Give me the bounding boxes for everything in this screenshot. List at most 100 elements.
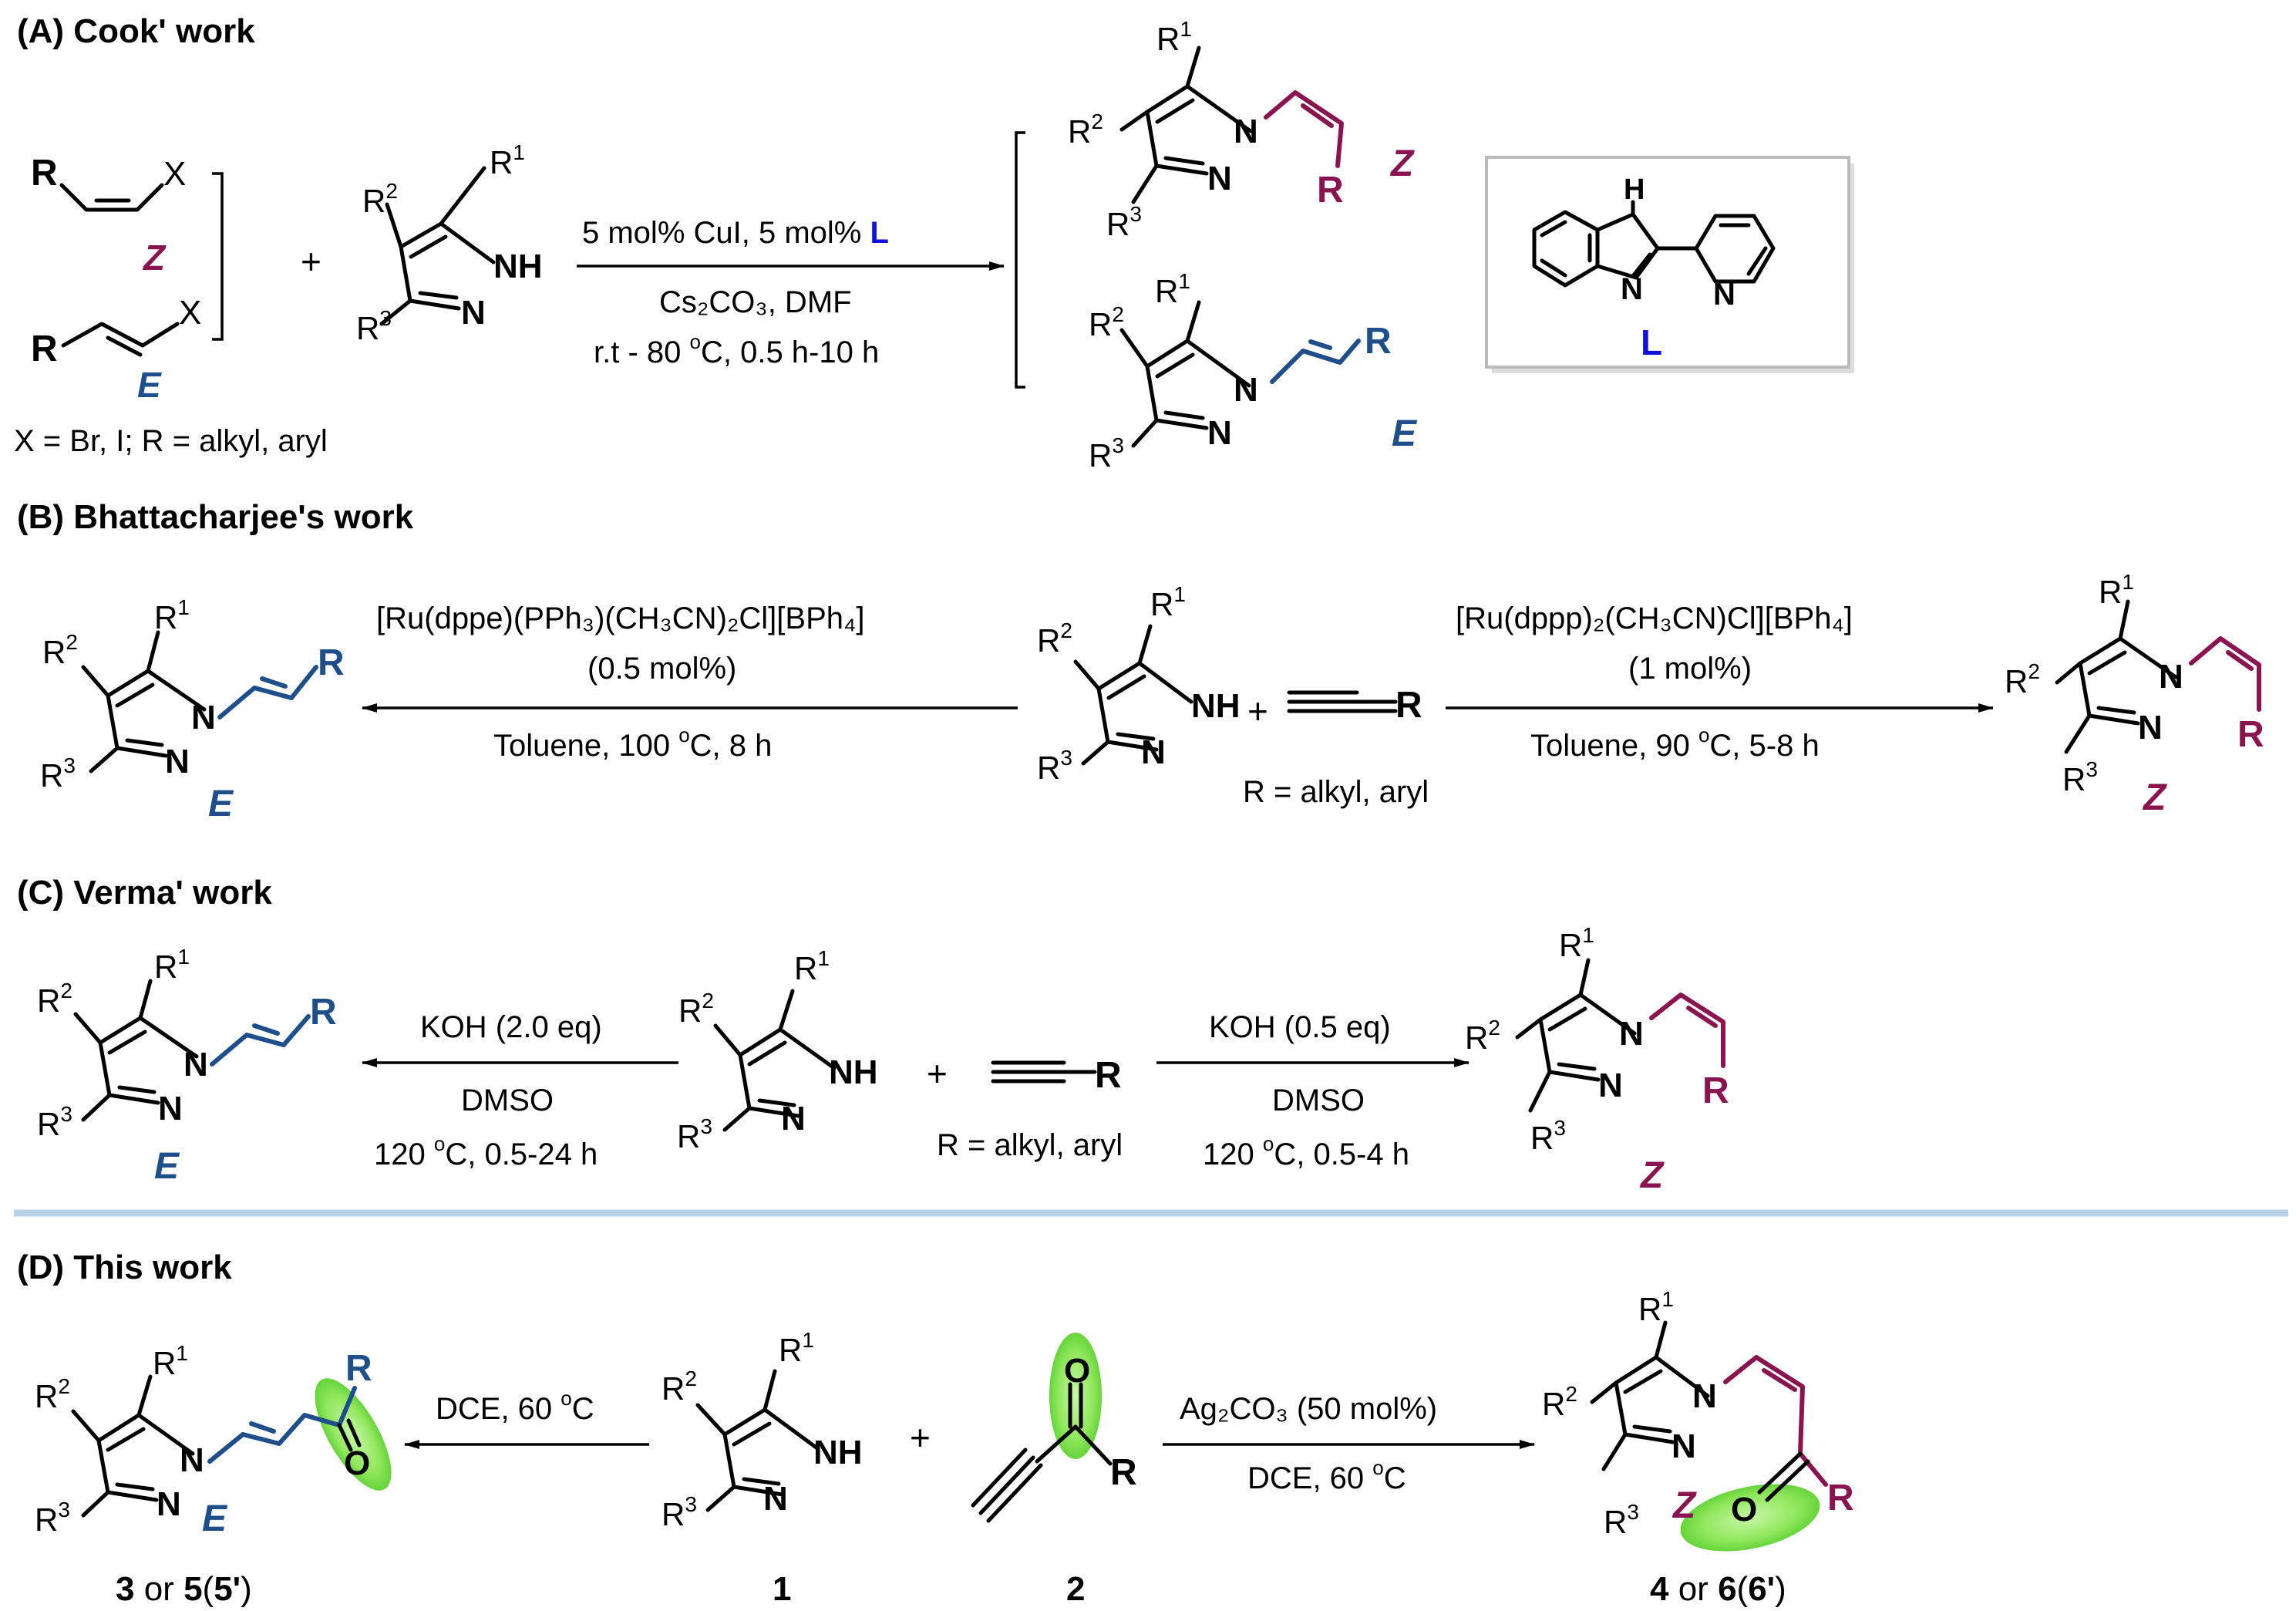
svg-text:R2: R2	[1465, 1016, 1500, 1056]
svg-text:O: O	[344, 1444, 370, 1482]
svg-text:R: R	[1317, 170, 1344, 211]
svg-text:N: N	[2138, 709, 2163, 747]
svg-text:R: R	[318, 642, 345, 683]
svg-text:E: E	[1392, 413, 1418, 454]
section-c-title: (C) Verma' work	[17, 874, 272, 912]
svg-text:R: R	[1365, 321, 1392, 362]
svg-text:N: N	[191, 699, 216, 736]
svg-text:R2: R2	[662, 1367, 697, 1407]
r-definition-c: R = alkyl, aryl	[937, 1128, 1123, 1162]
svg-text:R: R	[310, 992, 337, 1033]
svg-text:R3: R3	[677, 1114, 712, 1154]
ligand-box: H N N L	[1485, 156, 1854, 373]
svg-text:R1: R1	[779, 1328, 814, 1368]
svg-text:R: R	[1827, 1478, 1854, 1518]
cond-c-right-3: 120 oC, 0.5-4 h	[1203, 1132, 1409, 1171]
cond-b-right-3: Toluene, 90 oC, 5-8 h	[1530, 723, 1820, 763]
svg-text:R1: R1	[1150, 582, 1186, 622]
ynone-reactant-2: O R	[971, 1333, 1137, 1523]
svg-text:N: N	[781, 1100, 806, 1137]
pyrazole-reactant-c: R1 R2 R3 NH N	[677, 946, 878, 1154]
svg-text:N: N	[763, 1480, 788, 1518]
pyrazole-e-product-a: R1 R2 R3 N N R E	[1089, 269, 1418, 474]
svg-text:R3: R3	[1604, 1500, 1639, 1540]
svg-text:N: N	[1234, 371, 1258, 409]
svg-text:R1: R1	[154, 945, 190, 985]
carbonyl-highlight-z	[1680, 1484, 1820, 1552]
svg-text:E: E	[208, 784, 234, 824]
svg-text:O: O	[1064, 1352, 1090, 1390]
svg-text:R3: R3	[35, 1498, 70, 1538]
svg-text:E: E	[137, 365, 162, 405]
compound-label-1: 1	[773, 1570, 791, 1608]
svg-text:R3: R3	[37, 1102, 72, 1142]
svg-text:R2: R2	[678, 989, 714, 1029]
cook-vinyl-halide-z: R X Z	[31, 153, 186, 278]
svg-text:N: N	[1141, 733, 1166, 771]
pyrazole-reactant-d: R1 R2 R3 NH N	[662, 1328, 863, 1532]
svg-text:N: N	[1713, 278, 1735, 312]
svg-text:Z: Z	[1672, 1485, 1697, 1526]
pyrazole-e-product-c: R1 R2 R3 N N R E	[37, 945, 337, 1187]
svg-text:N: N	[158, 1090, 183, 1127]
alkyne-b: R	[1287, 685, 1422, 726]
x-definition: X = Br, I; R = alkyl, aryl	[14, 424, 328, 458]
cond-d-left: DCE, 60 oC	[436, 1387, 594, 1426]
svg-text:NH: NH	[829, 1053, 878, 1091]
cond-b-left-1: [Ru(dppe)(PPh₃)(CH₃CN)₂Cl][BPh₄]	[376, 602, 864, 635]
cond-a-2: Cs₂CO₃, DMF	[659, 285, 852, 319]
svg-text:R: R	[1395, 685, 1422, 726]
svg-text:N: N	[1619, 1015, 1644, 1053]
plus-b: +	[1247, 691, 1268, 731]
svg-text:R3: R3	[1089, 433, 1124, 474]
cond-a-3: r.t - 80 oC, 0.5 h-10 h	[594, 330, 879, 369]
svg-text:N: N	[180, 1441, 204, 1479]
svg-text:L: L	[1641, 322, 1662, 362]
bracket-a-product	[1015, 131, 1025, 389]
plus-a: +	[301, 241, 322, 281]
svg-text:N: N	[1621, 272, 1643, 306]
svg-text:R3: R3	[2062, 757, 2098, 797]
pyrazole-e-product-d: R1 R2 R3 N N R O E	[35, 1341, 392, 1539]
svg-text:N: N	[157, 1485, 181, 1523]
svg-text:R: R	[31, 329, 58, 369]
svg-text:R3: R3	[1106, 202, 1142, 242]
svg-text:R: R	[345, 1348, 372, 1389]
cond-d-right-2: DCE, 60 oC	[1247, 1456, 1406, 1495]
svg-text:R: R	[2237, 714, 2264, 755]
svg-text:R: R	[1095, 1055, 1122, 1096]
svg-text:R3: R3	[356, 306, 392, 346]
svg-text:R: R	[1702, 1070, 1729, 1111]
svg-text:O: O	[1731, 1491, 1757, 1528]
cond-c-right-1: KOH (0.5 eq)	[1209, 1010, 1391, 1044]
svg-text:R2: R2	[35, 1374, 70, 1414]
plus-d: +	[910, 1417, 931, 1458]
carbonyl-highlight-reactant	[1049, 1333, 1102, 1459]
pyrazole-z-product-a: R1 R2 R3 N N R Z	[1068, 17, 1415, 242]
compound-label-4-6: 4 or 6(6')	[1650, 1570, 1786, 1608]
svg-text:R1: R1	[1638, 1287, 1674, 1327]
svg-text:R1: R1	[153, 1341, 188, 1381]
svg-text:R1: R1	[1156, 17, 1192, 57]
plus-c: +	[927, 1053, 948, 1094]
svg-text:R2: R2	[362, 179, 398, 219]
svg-text:E: E	[154, 1146, 180, 1187]
svg-text:R1: R1	[1155, 269, 1190, 309]
svg-text:R1: R1	[490, 140, 525, 180]
cook-vinyl-halide-e: R X E	[31, 294, 201, 405]
svg-text:R3: R3	[1530, 1116, 1566, 1156]
pyrazole-reactant-a: R1 R2 R3 NH N	[356, 140, 543, 346]
svg-text:H: H	[1624, 174, 1645, 206]
svg-text:NH: NH	[813, 1434, 863, 1471]
svg-text:R2: R2	[37, 979, 72, 1019]
svg-text:Z: Z	[2142, 777, 2167, 818]
pyrazole-e-product-b: R1 R2 R3 N N R E	[40, 595, 345, 824]
cond-c-left-2: DMSO	[461, 1084, 554, 1117]
compound-label-2: 2	[1066, 1570, 1085, 1608]
svg-text:N: N	[461, 294, 486, 332]
svg-text:N: N	[1207, 414, 1232, 452]
svg-text:N: N	[183, 1046, 208, 1084]
alkyne-c: R	[991, 1055, 1122, 1096]
section-a-title: (A) Cook' work	[17, 12, 255, 50]
